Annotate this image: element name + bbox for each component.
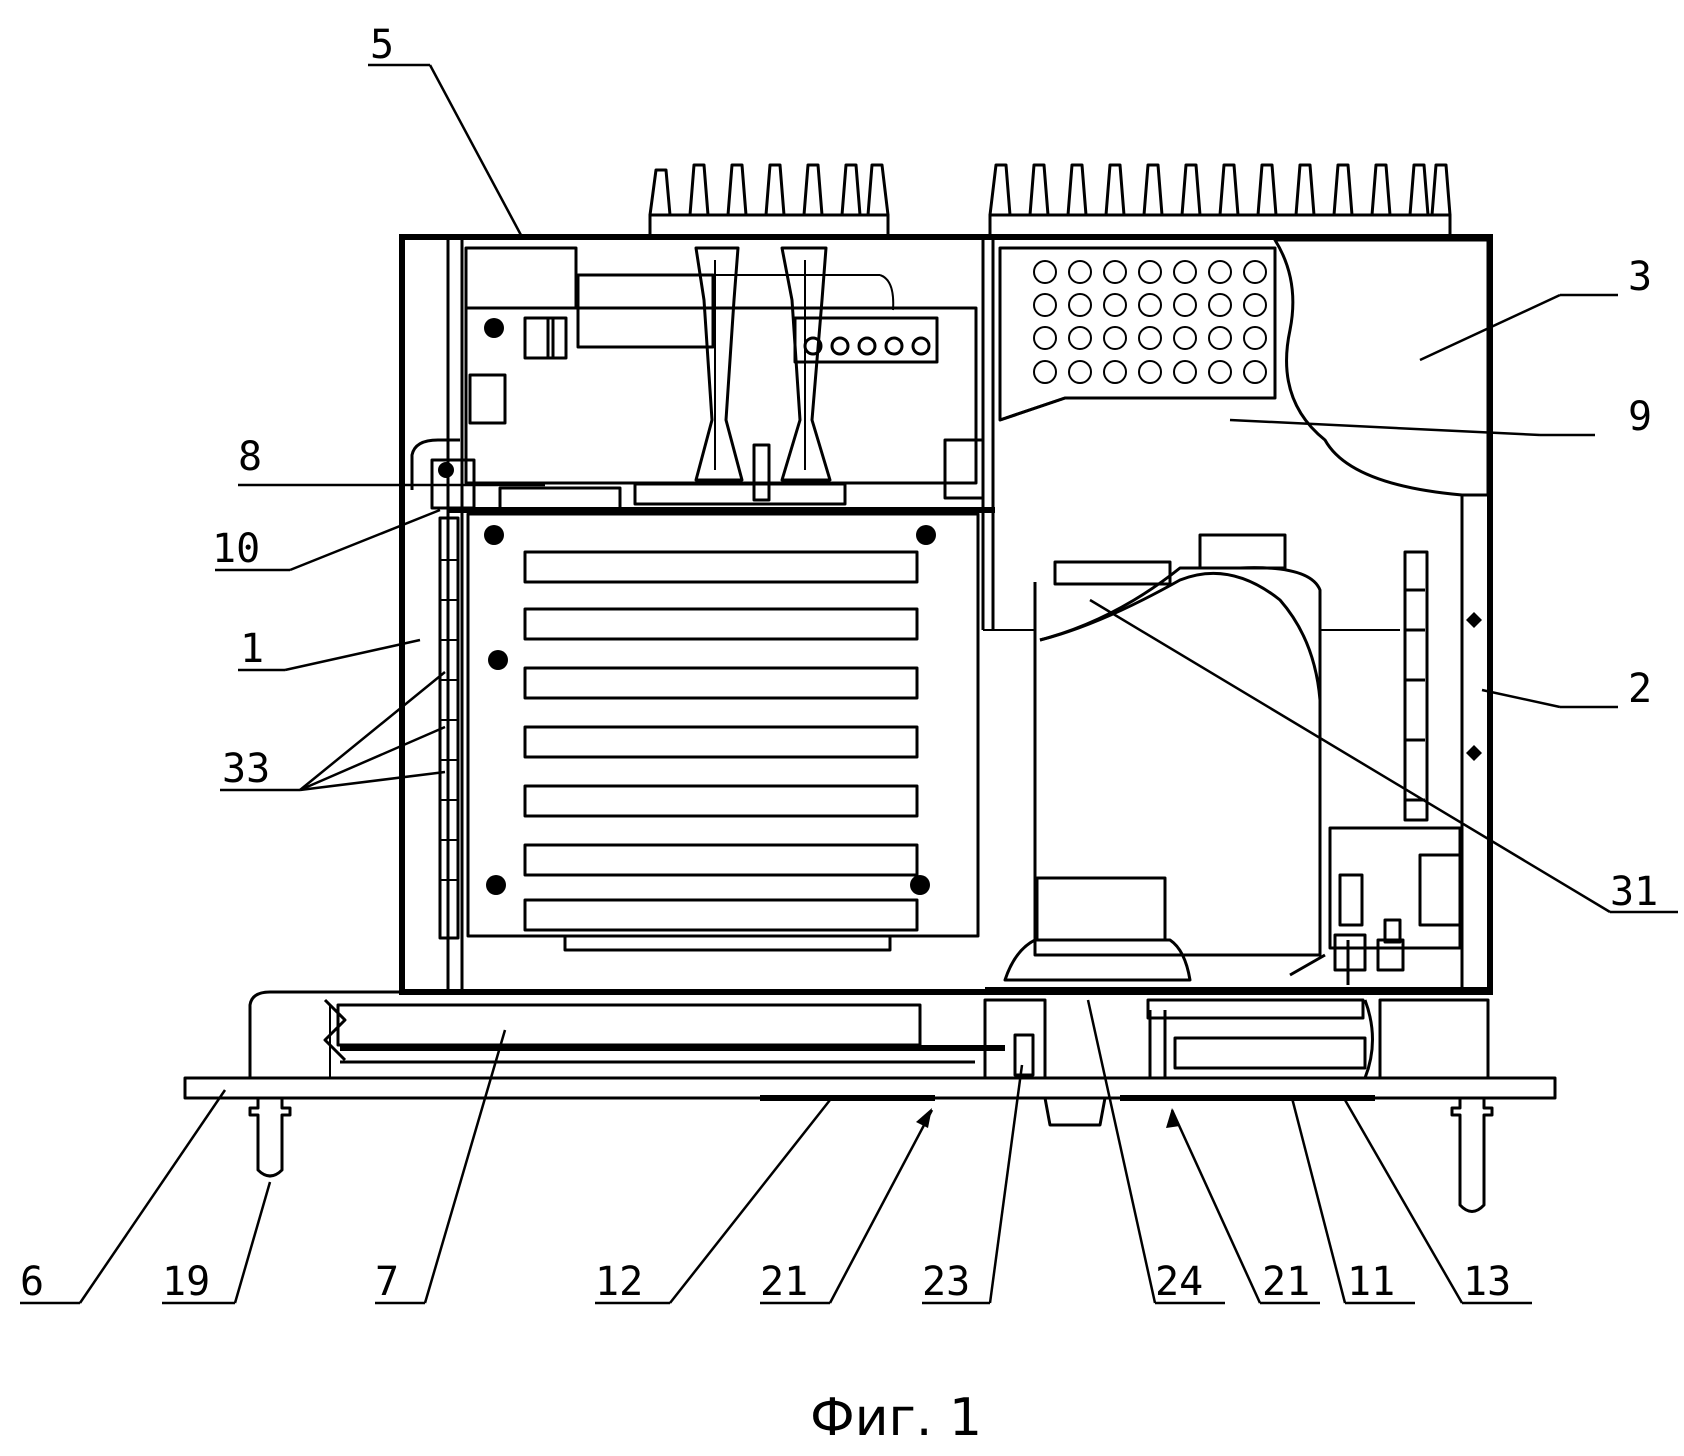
label-9: 9 xyxy=(1628,394,1652,440)
wall-contacts xyxy=(412,440,460,938)
label-19: 19 xyxy=(162,1259,210,1305)
radiator-panel xyxy=(468,514,978,950)
heat-sink-left xyxy=(650,165,888,237)
handles xyxy=(696,248,830,500)
label-10: 10 xyxy=(212,526,260,572)
figure-caption: Фиг. 1 xyxy=(810,1388,982,1448)
board-8-rail xyxy=(448,488,995,510)
label-5: 5 xyxy=(370,22,394,68)
perforated-grille xyxy=(1000,240,1488,495)
base xyxy=(185,990,1555,1212)
label-3: 3 xyxy=(1628,254,1652,300)
label-8: 8 xyxy=(238,434,262,480)
label-6: 6 xyxy=(20,1259,44,1305)
label-31: 31 xyxy=(1610,869,1658,915)
upper-board xyxy=(432,248,983,508)
lower-right-components xyxy=(1290,828,1460,985)
label-11: 11 xyxy=(1347,1259,1395,1305)
label-1: 1 xyxy=(240,626,264,672)
bushing xyxy=(1005,878,1190,980)
label-33: 33 xyxy=(222,746,270,792)
label-23: 23 xyxy=(922,1259,970,1305)
label-12: 12 xyxy=(595,1259,643,1305)
label-24: 24 xyxy=(1155,1259,1203,1305)
label-2: 2 xyxy=(1628,666,1652,712)
right-rail xyxy=(1405,552,1482,820)
label-21-right: 21 xyxy=(1262,1259,1310,1305)
label-21-left: 21 xyxy=(760,1259,808,1305)
label-7: 7 xyxy=(375,1259,399,1305)
label-13: 13 xyxy=(1463,1259,1511,1305)
transformer xyxy=(983,535,1400,955)
heat-sink-right xyxy=(990,165,1450,237)
